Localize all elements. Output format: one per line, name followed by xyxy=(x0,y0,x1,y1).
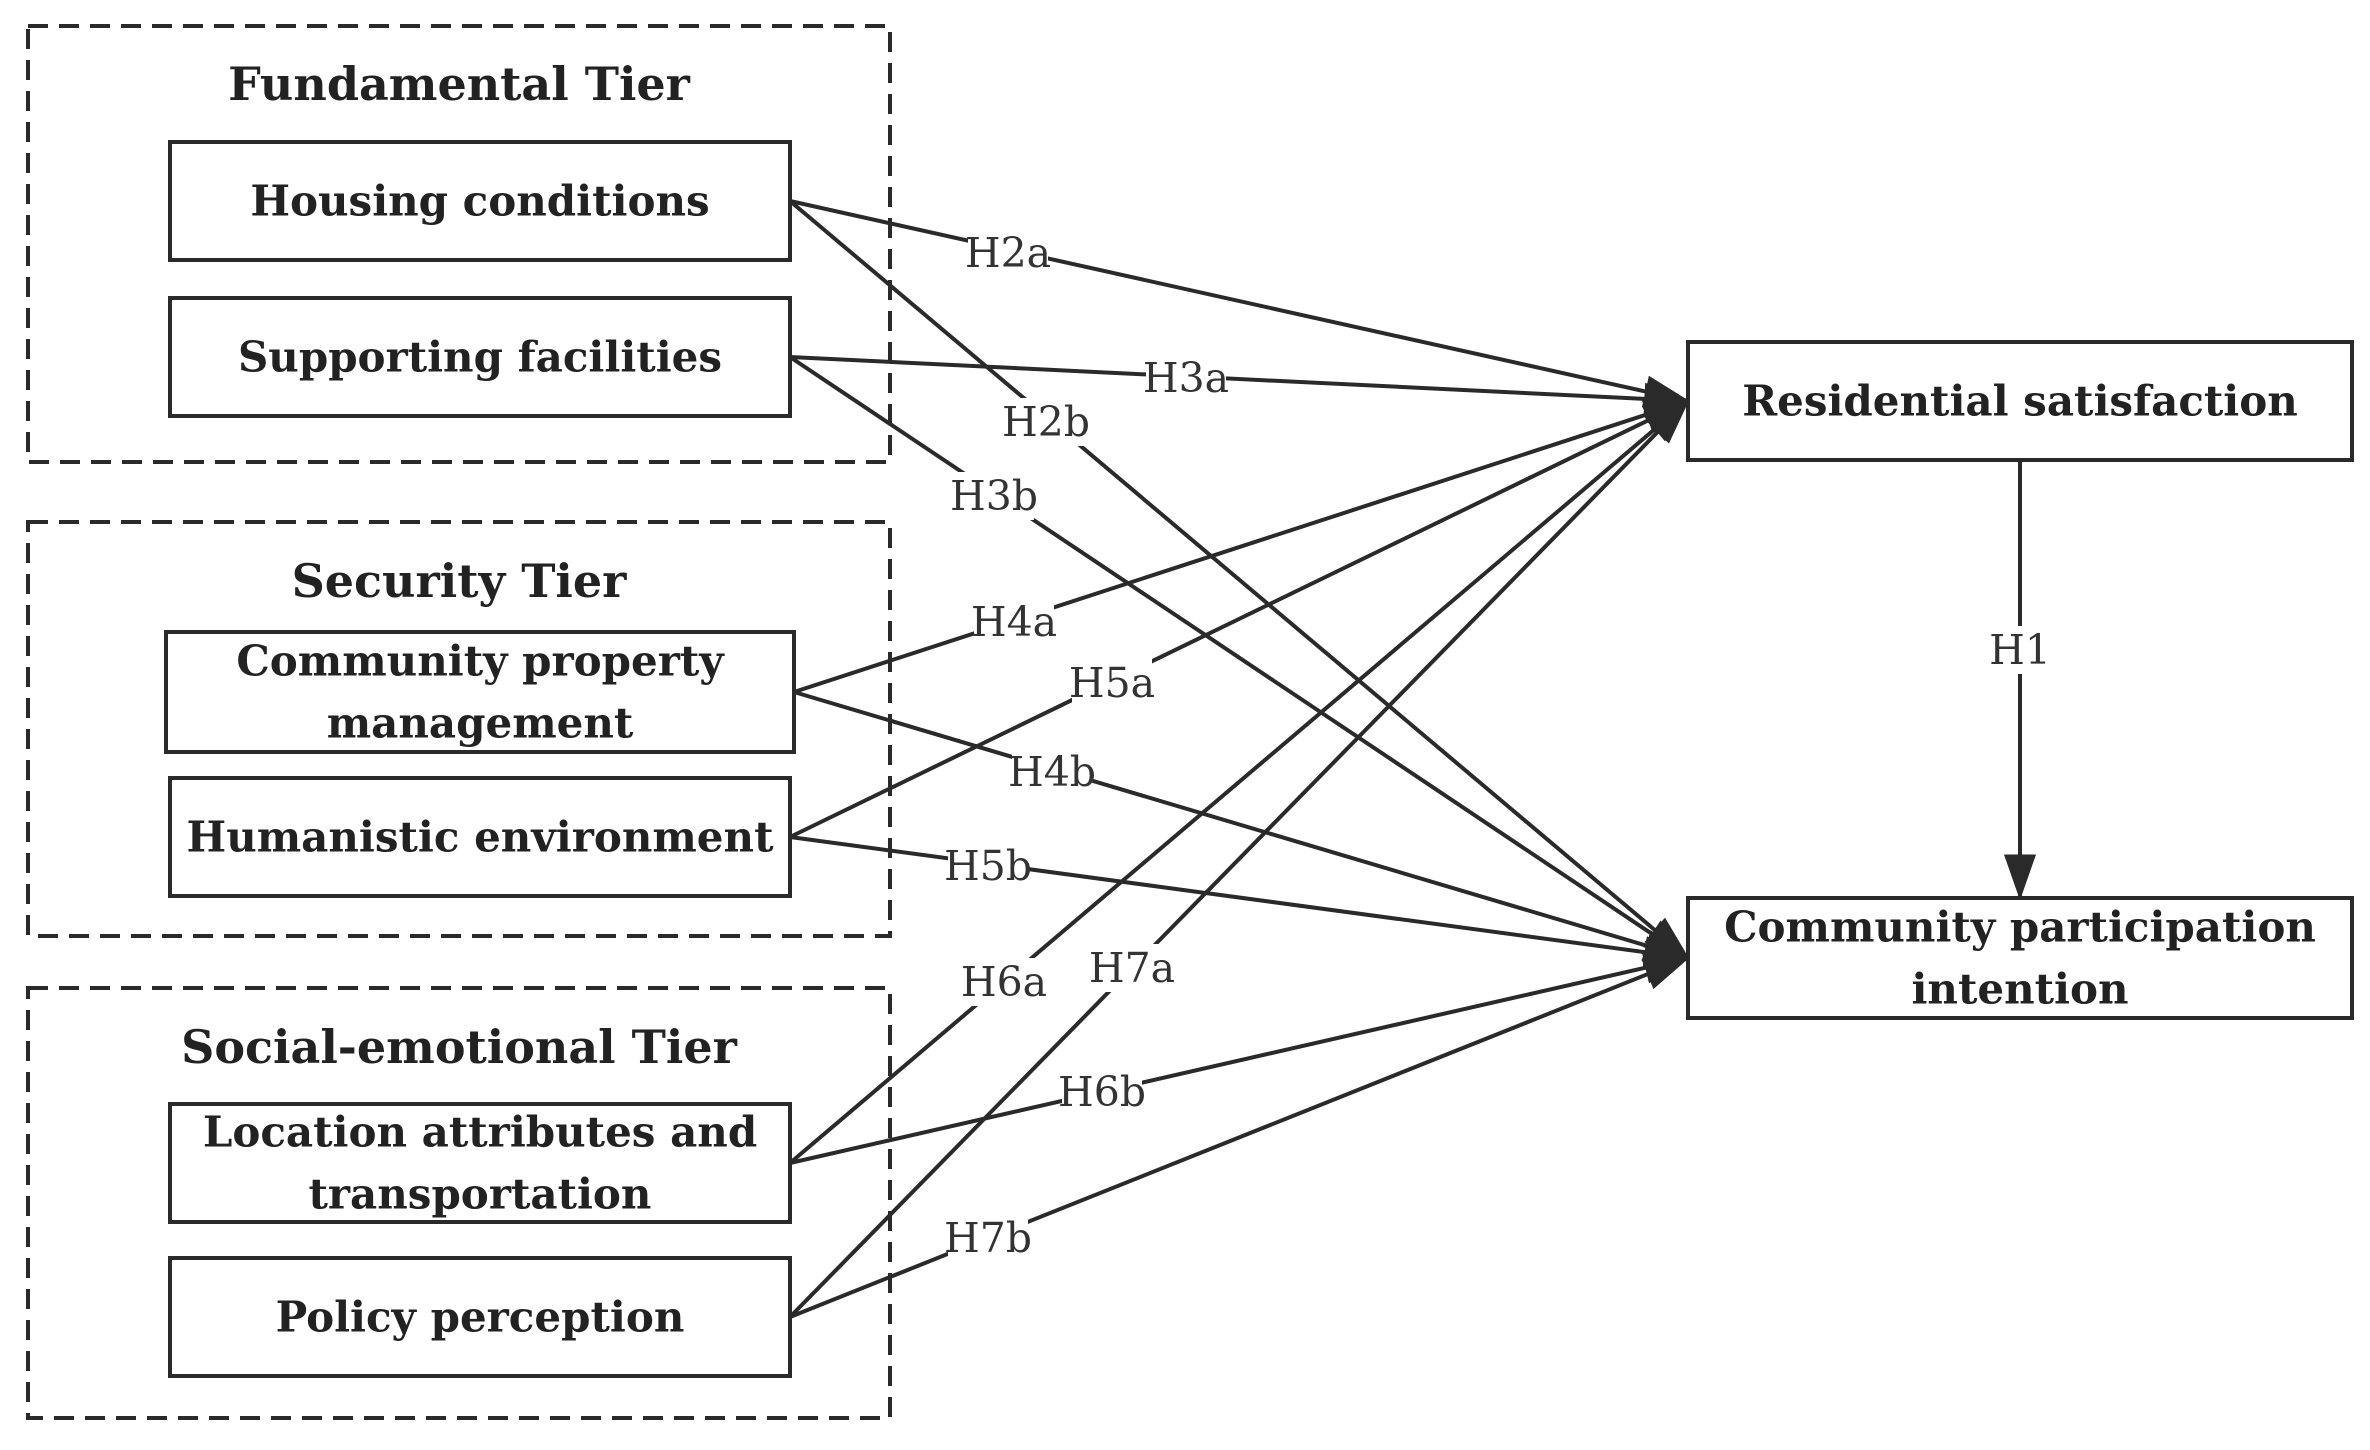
edge-label-h1: H1 xyxy=(1989,626,2051,674)
edge-label-text: H2b xyxy=(1002,398,1090,446)
edge-label-background xyxy=(1072,659,1152,707)
edge-label-text: H2a xyxy=(965,229,1051,277)
edge-label-text: H5b xyxy=(944,842,1032,890)
node-satisfaction: Residential satisfaction xyxy=(1686,340,2354,462)
node-participation: Community participation intention xyxy=(1686,896,2354,1020)
edge-label-h2a: H2a xyxy=(965,229,1051,277)
node-supporting: Supporting facilities xyxy=(168,296,792,418)
node-label-line: Policy perception xyxy=(276,1293,685,1342)
edges-layer xyxy=(788,199,2037,1319)
node-box xyxy=(168,1102,792,1224)
edge-label-background xyxy=(948,1214,1028,1262)
edge-location-to-participation xyxy=(789,952,1691,1165)
edge-label-h5b: H5b xyxy=(944,842,1032,890)
node-label-line: Supporting facilities xyxy=(238,333,722,382)
edge-housing-to-satisfaction xyxy=(789,199,1691,408)
edge-label-text: H7a xyxy=(1089,944,1175,992)
edge-label-h2b: H2b xyxy=(1002,398,1090,446)
node-location: Location attributes and transportation xyxy=(168,1102,792,1224)
node-label-line: Community property xyxy=(236,637,725,686)
node-box xyxy=(168,1256,792,1378)
edge-label-h6b: H6b xyxy=(1058,1068,1146,1116)
edge-label-text: H6b xyxy=(1058,1068,1146,1116)
edge-label-background xyxy=(1146,354,1226,402)
edge-label-background xyxy=(964,958,1044,1006)
tier-title-fundamental: Fundamental Tier xyxy=(228,57,691,111)
edge-label-h3b: H3b xyxy=(950,472,1038,520)
edge-supporting-to-participation xyxy=(788,355,1690,960)
node-box xyxy=(168,296,792,418)
node-box xyxy=(164,630,796,754)
edge-policy-to-participation xyxy=(789,956,1691,1319)
edge-label-background xyxy=(1012,748,1092,796)
node-label-line: Humanistic environment xyxy=(187,813,775,862)
node-label-line: Community participation xyxy=(1724,903,2316,952)
node-box xyxy=(168,776,792,898)
edge-supporting-to-satisfaction xyxy=(789,355,1691,415)
node-label-line: management xyxy=(327,699,634,748)
edge-label-background xyxy=(1006,398,1086,446)
tier-frame-security xyxy=(26,520,892,938)
edge-housing-to-participation xyxy=(788,199,1690,960)
edge-location-to-satisfaction xyxy=(788,399,1690,1165)
edge-label-text: H4b xyxy=(1008,748,1096,796)
node-label-line: intention xyxy=(1911,965,2128,1014)
edge-label-h4a: H4a xyxy=(971,598,1057,646)
edge-policy-to-satisfaction xyxy=(788,399,1690,1319)
node-property: Community property management xyxy=(164,630,796,754)
edge-label-text: H6a xyxy=(961,958,1047,1006)
tier-title-social: Social-emotional Tier xyxy=(181,1020,737,1074)
node-box xyxy=(1686,340,2354,462)
edge-label-text: H7b xyxy=(944,1214,1032,1262)
edge-label-text: H3a xyxy=(1143,354,1229,402)
node-label-line: Housing conditions xyxy=(250,177,709,226)
edge-label-h3a: H3a xyxy=(1143,354,1229,402)
edge-label-background xyxy=(954,472,1034,520)
node-policy: Policy perception xyxy=(168,1256,792,1378)
tier-frame-social xyxy=(26,986,892,1420)
edge-label-text: H1 xyxy=(1989,626,2051,674)
node-humanistic: Humanistic environment xyxy=(168,776,792,898)
edge-label-text: H5a xyxy=(1069,659,1155,707)
edge-property-to-satisfaction xyxy=(793,399,1691,694)
edge-humanistic-to-satisfaction xyxy=(789,399,1691,839)
node-label-line: Location attributes and xyxy=(203,1108,757,1157)
node-label-line: Residential satisfaction xyxy=(1742,377,2298,426)
edge-label-background xyxy=(1092,944,1172,992)
edge-label-h7a: H7a xyxy=(1089,944,1175,992)
edge-label-text: H4a xyxy=(971,598,1057,646)
edge-label-h7b: H7b xyxy=(944,1214,1032,1262)
edge-label-background xyxy=(1062,1068,1142,1116)
node-box xyxy=(1686,896,2354,1020)
edge-label-background xyxy=(974,598,1054,646)
edge-label-background xyxy=(948,842,1028,890)
node-label-line: transportation xyxy=(309,1170,652,1219)
edge-label-text: H3b xyxy=(950,472,1038,520)
edge-label-h5a: H5a xyxy=(1069,659,1155,707)
node-housing: Housing conditions xyxy=(168,140,792,262)
edge-label-h6a: H6a xyxy=(961,958,1047,1006)
edge-property-to-participation xyxy=(793,690,1691,961)
tier-title-security: Security Tier xyxy=(292,554,628,608)
edge-label-background xyxy=(968,229,1048,277)
edge-humanistic-to-participation xyxy=(789,835,1691,969)
node-box xyxy=(168,140,792,262)
edge-label-background xyxy=(1992,626,2048,674)
edge-label-h4b: H4b xyxy=(1008,748,1096,796)
